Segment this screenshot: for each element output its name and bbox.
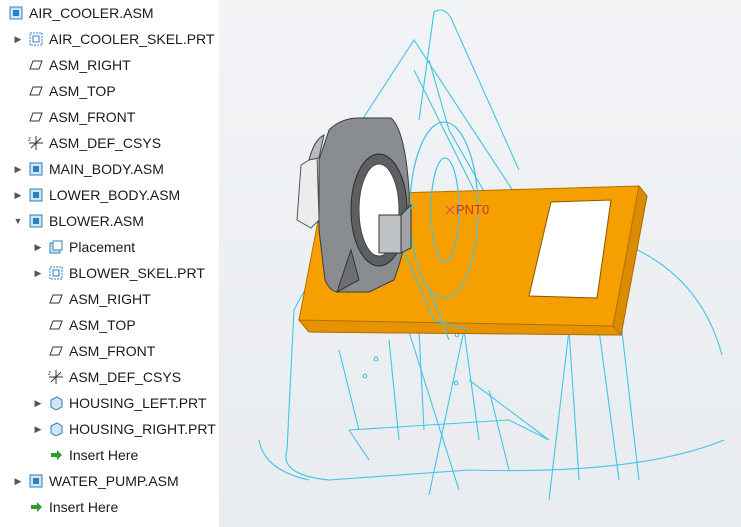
assembly-icon [28,213,44,229]
assembly-icon [28,473,44,489]
tree-item-blower-asm-top[interactable]: ASM_TOP [48,313,136,337]
assembly-icon [28,187,44,203]
csys-icon: Z [28,135,44,151]
datum-point-label: PNT0 [456,202,489,217]
tree-item-insert-here-root[interactable]: Insert Here [28,495,118,519]
part-icon [48,395,64,411]
tree-item-blower-asm[interactable]: ▼ BLOWER.ASM [13,213,144,229]
expand-arrow-icon[interactable]: ▶ [14,189,22,200]
assembly-icon [28,161,44,177]
tree-item-blower-skel[interactable]: ▶ BLOWER_SKEL.PRT [32,261,205,285]
datum-plane-icon [28,83,44,99]
insert-arrow-icon [28,499,44,515]
cad-model-view[interactable]: PNT0 [219,0,741,527]
tree-item-insert-here-blower[interactable]: Insert Here [48,443,138,467]
datum-plane-icon [48,291,64,307]
expand-arrow-icon[interactable]: ▶ [14,33,22,44]
collapse-arrow-icon[interactable]: ▼ [13,216,23,226]
graphics-viewport[interactable]: PNT0 [219,0,741,527]
expand-arrow-icon[interactable]: ▶ [14,475,22,486]
tree-item-housing-left[interactable]: ▶ HOUSING_LEFT.PRT [32,391,207,415]
tree-item-housing-right[interactable]: ▶ HOUSING_RIGHT.PRT [32,417,216,441]
expand-arrow-icon[interactable]: ▶ [14,163,22,174]
tree-item-water-pump-asm[interactable]: ▶ WATER_PUMP.ASM [12,469,179,493]
tree-item-main-body-asm[interactable]: ▶ MAIN_BODY.ASM [12,157,164,181]
datum-point-pnt0[interactable]: PNT0 [445,202,489,217]
tree-item-asm-front[interactable]: ASM_FRONT [28,105,135,129]
expand-arrow-icon[interactable]: ▶ [34,267,42,278]
tree-item-asm-top[interactable]: ASM_TOP [28,79,116,103]
tree-item-blower-asm-front[interactable]: ASM_FRONT [48,339,155,363]
insert-arrow-icon [48,447,64,463]
tree-item-lower-body-asm[interactable]: ▶ LOWER_BODY.ASM [12,183,181,207]
expand-arrow-icon[interactable]: ▶ [34,241,42,252]
skeleton-part-icon [28,31,44,47]
blower-housing [296,117,418,294]
assembly-icon [8,5,24,21]
tree-item-air-cooler-skel[interactable]: ▶ AIR_COOLER_SKEL.PRT [12,27,215,51]
datum-plane-icon [48,343,64,359]
datum-plane-icon [28,109,44,125]
expand-arrow-icon[interactable]: ▶ [34,397,42,408]
datum-plane-icon [48,317,64,333]
csys-icon: Z [48,369,64,385]
tree-item-air-cooler-asm[interactable]: AIR_COOLER.ASM [8,1,153,25]
tree-item-blower-asm-right[interactable]: ASM_RIGHT [48,287,151,311]
model-tree: AIR_COOLER.ASM ▶ AIR_COOLER_SKEL.PRT ASM… [0,0,219,527]
skeleton-part-icon [48,265,64,281]
tree-item-asm-right[interactable]: ASM_RIGHT [28,53,131,77]
skeleton-wireframe-front [398,121,479,341]
tree-item-asm-def-csys[interactable]: Z ASM_DEF_CSYS [28,135,162,151]
placement-icon [48,239,64,255]
tree-item-placement[interactable]: ▶ Placement [32,235,136,259]
expand-arrow-icon[interactable]: ▶ [34,423,42,434]
datum-plane-icon [28,57,44,73]
svg-text:Z: Z [48,371,51,377]
tree-item-blower-asm-def-csys[interactable]: Z ASM_DEF_CSYS [48,369,182,385]
part-icon [48,421,64,437]
svg-text:Z: Z [28,137,31,143]
